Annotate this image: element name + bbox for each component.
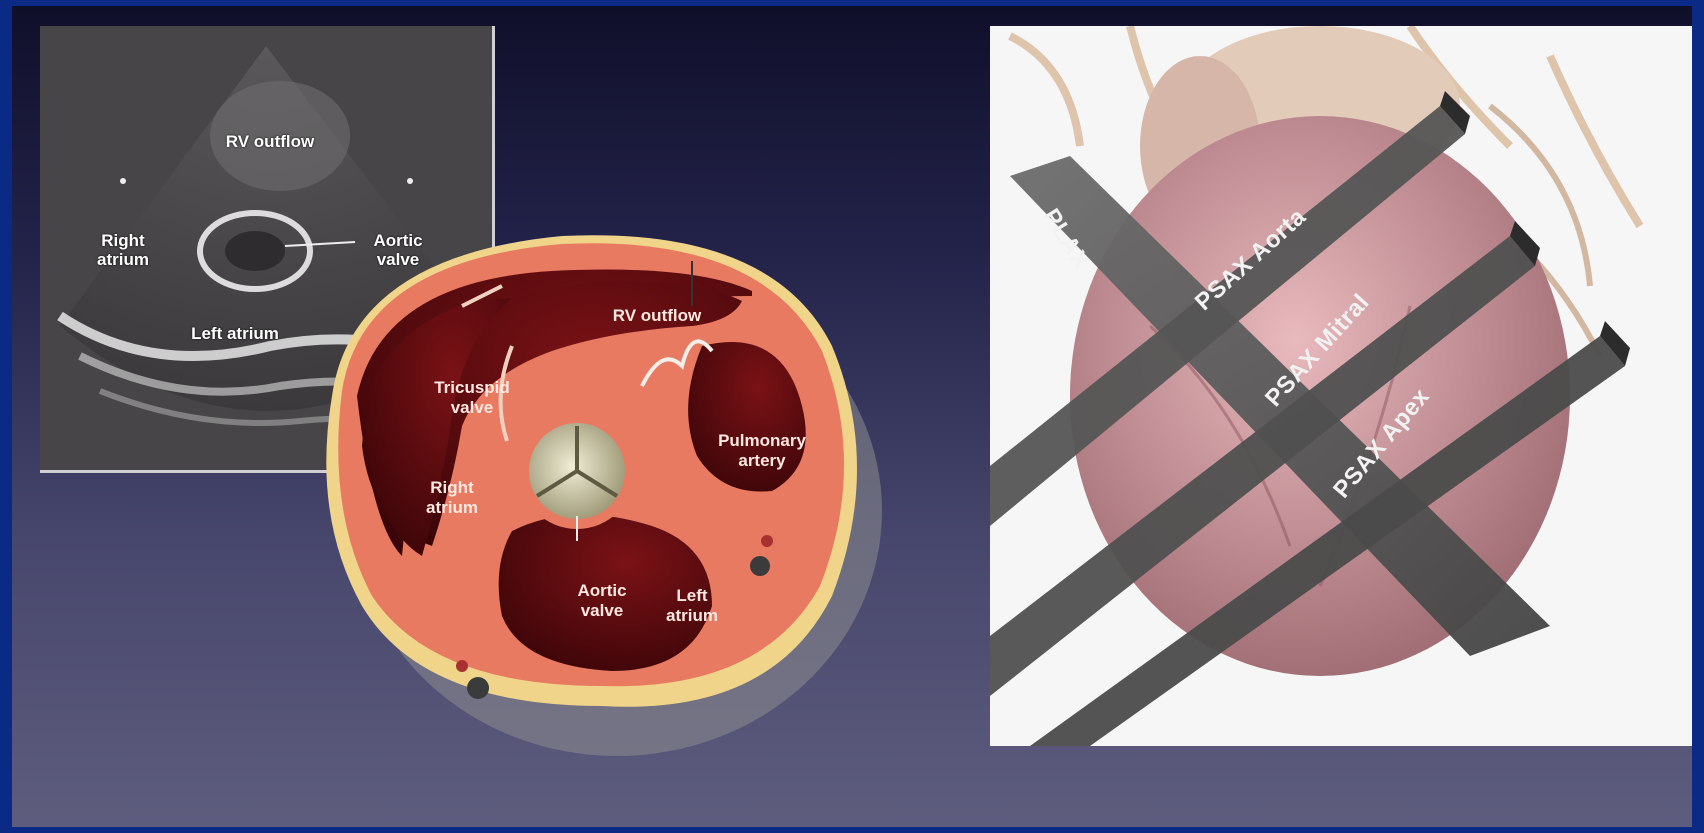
- anatomy-label-tricuspid-valve: Tricuspid valve: [412, 378, 532, 418]
- slide-background: RV outflow Right atrium Aortic valve Lef…: [12, 6, 1692, 827]
- anatomy-label-aortic-valve: Aortic valve: [557, 581, 647, 621]
- anatomy-label-left-atrium: Left atrium: [647, 586, 737, 626]
- echo-label-rv-outflow: RV outflow: [210, 132, 330, 151]
- heart-imaging-planes: PLAX PSAX Aorta PSAX Mitral PSAX Apex: [990, 26, 1692, 746]
- heart-planes-graphic: [990, 26, 1692, 746]
- echo-label-right-atrium: Right atrium: [78, 231, 168, 269]
- echo-label-left-atrium: Left atrium: [170, 324, 300, 343]
- anatomy-label-pulmonary-artery: Pulmonary artery: [707, 431, 817, 471]
- anatomy-label-right-atrium: Right atrium: [392, 478, 512, 518]
- anatomy-label-rv-outflow: RV outflow: [582, 306, 732, 326]
- cross-section-diagram: RV outflow Tricuspid valve Right atrium …: [312, 226, 912, 771]
